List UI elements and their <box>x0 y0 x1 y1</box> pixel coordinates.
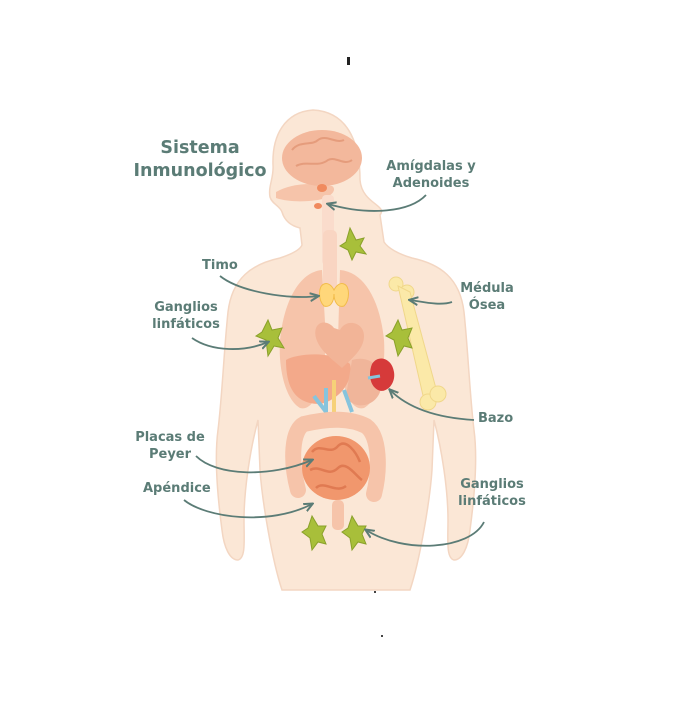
arrow-amigdalas <box>328 194 427 212</box>
arrow-placas <box>195 455 312 474</box>
label-ganglios-right-line1: Ganglios <box>460 477 524 492</box>
label-medula-line2: Ósea <box>468 298 506 313</box>
stray-mark <box>347 57 350 65</box>
arrow-ganglios-left <box>191 337 268 350</box>
arrow-apendice <box>183 499 312 519</box>
label-placas-line2: Peyer <box>148 447 192 462</box>
bone-icon <box>388 276 447 411</box>
arrow-timo <box>219 275 318 297</box>
trachea <box>323 230 337 290</box>
label-medula-line1: Médula <box>460 281 514 296</box>
label-apendice: Apéndice <box>143 481 211 496</box>
arrow-bazo <box>390 390 475 421</box>
intestine-icon <box>302 436 370 500</box>
stray-mark <box>374 591 376 593</box>
label-placas: Placas de Peyer <box>130 429 210 463</box>
label-amigdalas-line2: Adenoides <box>392 176 470 191</box>
tonsils-icon <box>314 184 327 209</box>
label-bazo: Bazo <box>478 411 514 426</box>
label-ganglios-left-line1: Ganglios <box>154 300 218 315</box>
label-ganglios-right-line2: linfáticos <box>458 494 526 509</box>
heart-icon <box>315 322 364 368</box>
thymus-icon <box>319 283 349 307</box>
large-intestine <box>285 411 386 502</box>
label-placas-line1: Placas de <box>135 430 205 445</box>
arrow-medula <box>410 300 453 304</box>
label-amigdalas: Amígdalas y Adenoides <box>386 158 476 192</box>
arrows <box>183 194 485 547</box>
label-medula: Médula Ósea <box>452 280 522 314</box>
label-timo: Timo <box>202 258 238 273</box>
brain-icon <box>282 130 362 186</box>
label-ganglios-left-line2: linfáticos <box>152 317 220 332</box>
appendix-icon <box>332 500 344 530</box>
label-amigdalas-line1: Amígdalas y <box>386 159 476 174</box>
title-line2: Inmunológico <box>133 161 267 181</box>
arrow-ganglios-right <box>366 521 485 547</box>
label-ganglios-right: Ganglios linfáticos <box>452 476 532 510</box>
stray-mark <box>381 635 383 637</box>
diagram-title: Sistema Inmunológico <box>130 137 270 183</box>
title-line1: Sistema <box>160 138 240 158</box>
label-ganglios-left: Ganglios linfáticos <box>146 299 226 333</box>
lymph-node-icon <box>254 226 413 552</box>
spleen-icon <box>367 358 395 391</box>
